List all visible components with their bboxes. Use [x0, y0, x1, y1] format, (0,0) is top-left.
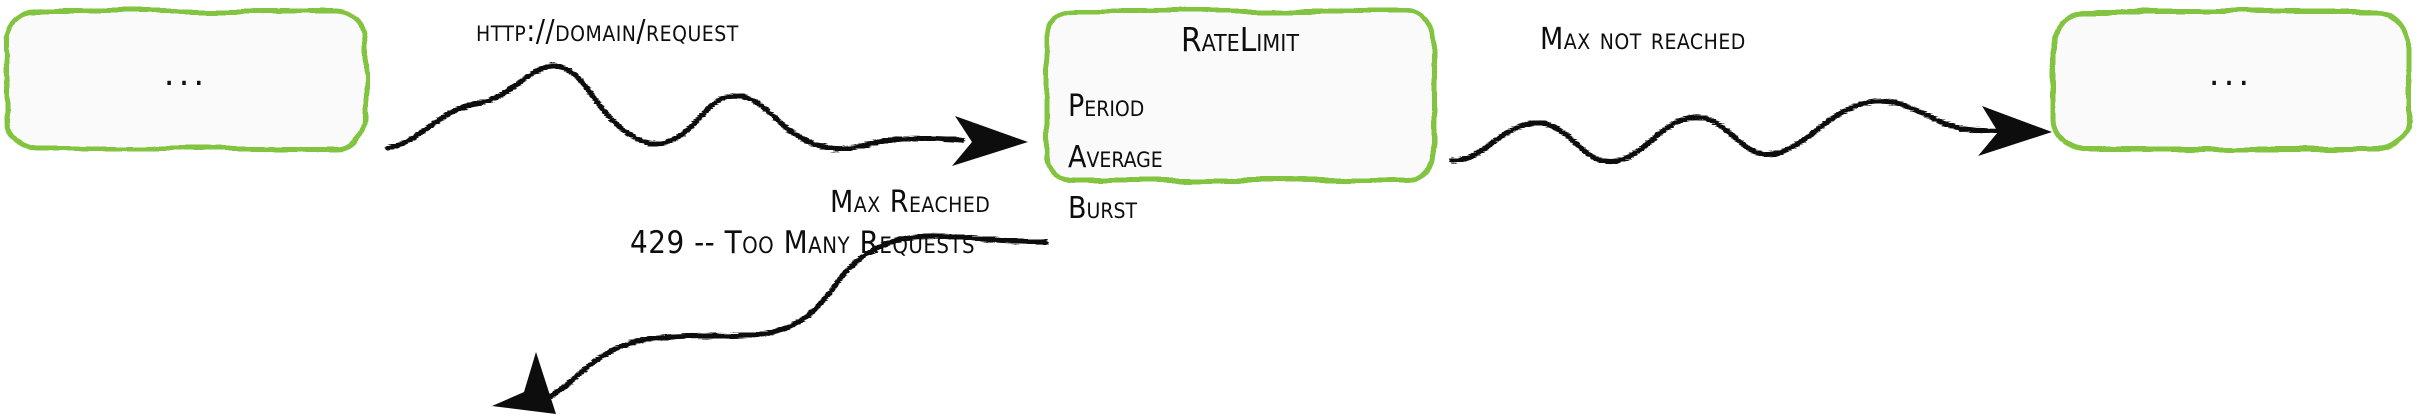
edge-label-429-too-many-requests: 429 -- Too Many Requests — [630, 225, 976, 261]
edge-max-reached — [537, 233, 1049, 407]
node-ratelimit[interactable]: RateLimit Period Average Burst — [1042, 6, 1438, 226]
edge-request-in — [385, 63, 965, 152]
edge-label-max-reached: Max Reached — [830, 185, 991, 220]
edge-label-max-not-reached: Max not reached — [1540, 22, 1746, 57]
edge-label-request-in: http://domain/request — [476, 14, 739, 49]
upstream-box-outline — [4, 8, 368, 152]
arrowhead-max-reached — [492, 352, 556, 414]
arrowhead-request-in — [952, 116, 1028, 166]
edge-max-not-reached — [1449, 98, 2037, 165]
ratelimit-box-outline — [1044, 8, 1436, 184]
arrowhead-max-not-reached — [1978, 106, 2052, 156]
ratelimit-field-burst: Burst — [1068, 191, 1138, 226]
node-downstream[interactable]: ... — [2048, 6, 2414, 154]
downstream-box-outline — [2050, 8, 2412, 152]
node-upstream[interactable]: ... — [2, 6, 370, 154]
